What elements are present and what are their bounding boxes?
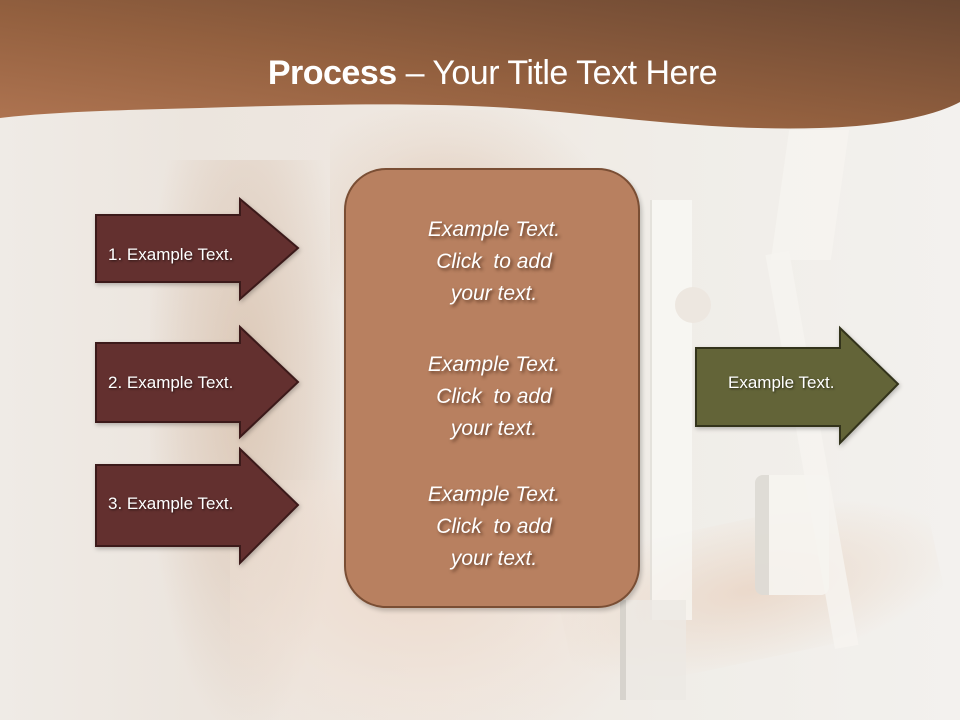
center-paragraph-line: Click to add bbox=[436, 385, 552, 408]
result-label: Example Text. bbox=[728, 373, 835, 392]
title-banner-wave bbox=[0, 0, 960, 129]
center-paragraph-3[interactable]: Example Text. Click to add your text. bbox=[346, 479, 642, 575]
step-label-2: 2. Example Text. bbox=[108, 373, 234, 392]
right-arrow-shape-icon bbox=[95, 446, 300, 566]
right-arrow-shape-icon bbox=[95, 324, 300, 440]
title-rest-text: – Your Title Text Here bbox=[396, 54, 718, 92]
center-paragraph-line: Click to add bbox=[436, 250, 552, 273]
background-photo-knob bbox=[675, 287, 711, 323]
title-banner: Process – Your Title Text Here bbox=[0, 0, 960, 150]
slide-title[interactable]: Process – Your Title Text Here bbox=[0, 54, 960, 93]
center-paragraph-2[interactable]: Example Text. Click to add your text. bbox=[346, 349, 642, 445]
background-photo-machine-column bbox=[650, 200, 692, 620]
step-arrow-2[interactable]: 2. Example Text. bbox=[95, 324, 300, 440]
step-arrow-3[interactable]: 3. Example Text. bbox=[95, 446, 300, 566]
step-label-3: 3. Example Text. bbox=[108, 494, 234, 513]
center-paragraph-line: Example Text. bbox=[427, 483, 561, 506]
center-paragraph-line: your text. bbox=[450, 282, 538, 305]
center-paragraph-line: your text. bbox=[450, 417, 538, 440]
center-paragraph-line: Example Text. bbox=[427, 353, 561, 376]
right-arrow-shape-icon bbox=[95, 196, 300, 302]
center-paragraph-1[interactable]: Example Text. Click to add your text. bbox=[346, 214, 642, 310]
step-arrow-1[interactable]: 1. Example Text. bbox=[95, 196, 300, 302]
center-paragraph-line: Click to add bbox=[436, 515, 552, 538]
result-arrow[interactable]: Example Text. bbox=[695, 325, 900, 446]
background-photo-machine-base bbox=[620, 600, 686, 700]
center-paragraph-line: Example Text. bbox=[427, 218, 561, 241]
center-paragraph-line: your text. bbox=[450, 547, 538, 570]
right-arrow-shape-icon bbox=[695, 325, 900, 446]
background-photo-handle bbox=[755, 475, 829, 595]
title-bold-text: Process bbox=[267, 54, 397, 92]
center-text-box[interactable]: Example Text. Click to add your text. Ex… bbox=[344, 168, 640, 608]
step-label-1: 1. Example Text. bbox=[108, 245, 234, 264]
